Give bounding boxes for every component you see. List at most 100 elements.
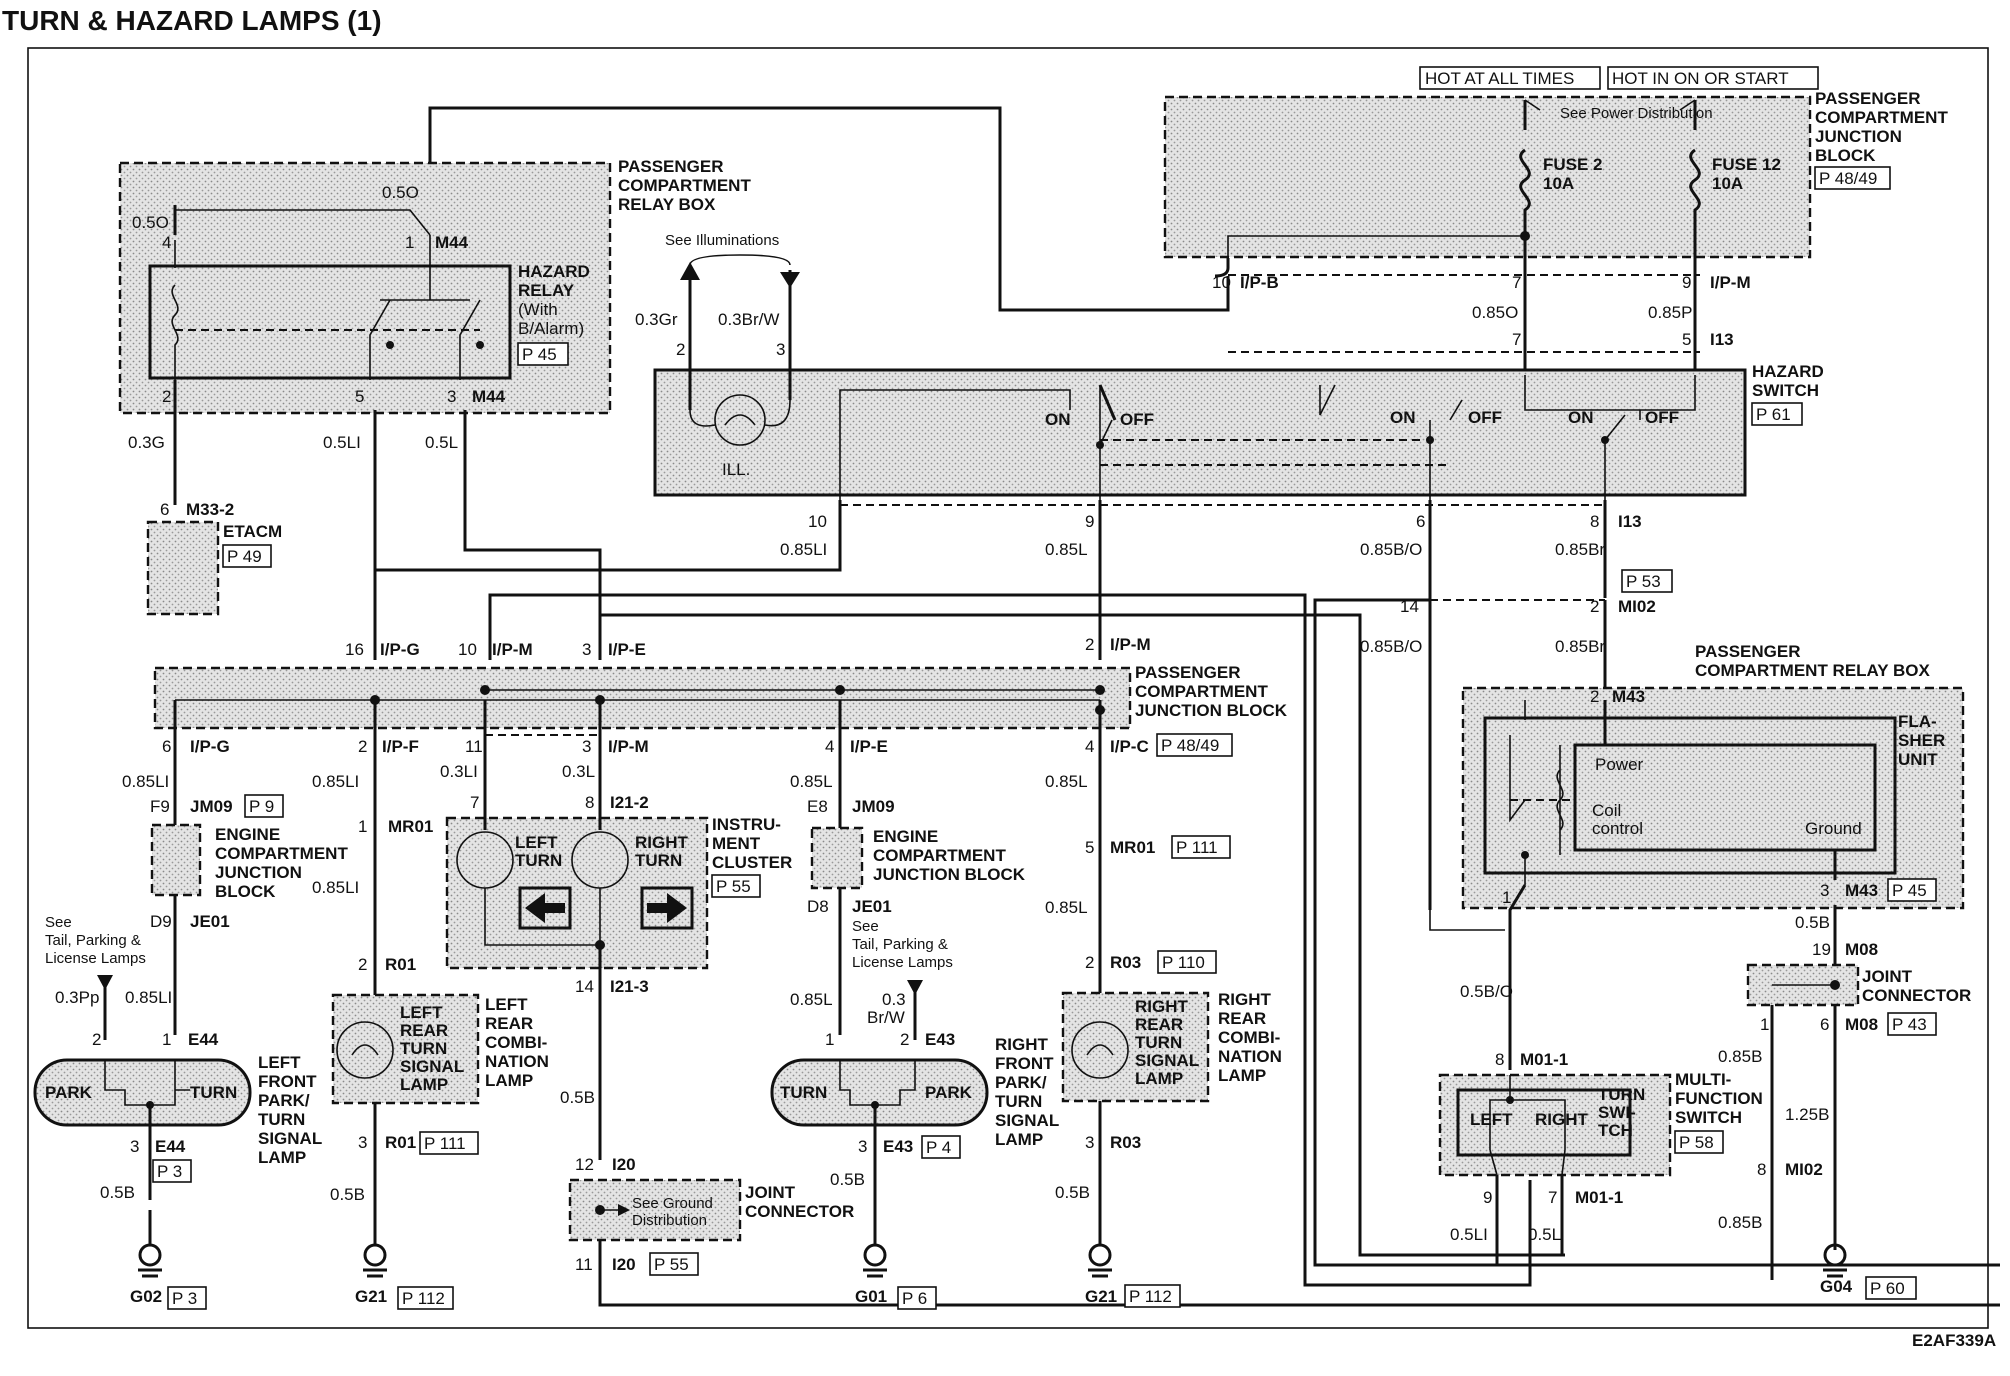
mfs-line1: MULTI-: [1675, 1070, 1731, 1089]
mfs-ts1: TURN: [1598, 1085, 1645, 1104]
pin-1-m43: 1: [1502, 888, 1511, 907]
jc-mid-line1: JOINT: [745, 1183, 796, 1202]
wire-05li-relay: 0.5LI: [323, 433, 361, 452]
see-ground-dist-2: Distribution: [632, 1212, 707, 1229]
rf-line4: TURN: [995, 1092, 1042, 1111]
etacm-label: ETACM: [223, 522, 282, 541]
ground-g02: G02: [130, 1287, 162, 1306]
conn-m01-1-bottom: M01-1: [1575, 1188, 1623, 1207]
wire-05b-lr: 0.5B: [330, 1185, 365, 1204]
pin-2-r01: 2: [358, 955, 367, 974]
conn-e44-top: E44: [188, 1030, 219, 1049]
wire-03l: 0.3L: [562, 762, 595, 781]
pin-3-ipe: 3: [582, 640, 591, 659]
hot-in-on-or-start-label: HOT IN ON OR START: [1612, 69, 1789, 88]
wire-085l-hs: 0.85L: [1045, 540, 1088, 559]
lr-in2: REAR: [400, 1021, 448, 1040]
pcjb-top-line1: PASSENGER: [1815, 89, 1921, 108]
pin-3-ipm: 3: [582, 737, 591, 756]
conn-mr01-left: MR01: [388, 817, 433, 836]
lr-line2: REAR: [485, 1014, 533, 1033]
mfs-ts3: TCH: [1598, 1121, 1633, 1140]
pin-1-relay: 1: [405, 233, 414, 252]
conn-ipb: I/P-B: [1240, 273, 1279, 292]
pin-3-m43: 3: [1820, 881, 1829, 900]
hazard-off-2: OFF: [1468, 408, 1502, 427]
fuse12-label: FUSE 12: [1712, 155, 1781, 174]
pin-3-ill: 3: [776, 340, 785, 359]
ecjb-mid-line1: ENGINE: [873, 827, 938, 846]
pcjb-mid-line3: JUNCTION BLOCK: [1135, 701, 1288, 720]
see-power-distribution: See Power Distribution: [1560, 105, 1713, 122]
wire-085l-e: 0.85L: [790, 990, 833, 1009]
ground-g04-page: P 60: [1870, 1279, 1905, 1298]
see-tail-left-1: See: [45, 914, 72, 931]
rf-line1: RIGHT: [995, 1035, 1049, 1054]
pin-8-mi02: 8: [1757, 1160, 1766, 1179]
ecjb-mid-line2: COMPARTMENT: [873, 846, 1006, 865]
pcjb-mid-line2: COMPARTMENT: [1135, 682, 1268, 701]
rr-in4: SIGNAL: [1135, 1051, 1199, 1070]
conn-ipe-top: I/P-E: [608, 640, 646, 659]
lf-line5: SIGNAL: [258, 1129, 322, 1148]
wire-085br-hs: 0.85Br: [1555, 540, 1605, 559]
rf-page: P 4: [926, 1138, 951, 1157]
pin-14-i21: 14: [575, 977, 594, 996]
pin-10-ipm: 10: [458, 640, 477, 659]
wire-085bo-mi02: 0.85B/O: [1360, 637, 1422, 656]
ground-g01: G01: [855, 1287, 887, 1306]
diagram-frame: [27, 47, 1989, 1329]
rr-in2: REAR: [1135, 1015, 1183, 1034]
hazard-off-3: OFF: [1645, 408, 1679, 427]
pcjb-top-line4: BLOCK: [1815, 146, 1876, 165]
fuse2-label: FUSE 2: [1543, 155, 1603, 174]
pin-7-m01: 7: [1548, 1188, 1557, 1207]
right-front-lamp: TURN PARK: [770, 1058, 989, 1245]
mi02-page: P 53: [1626, 572, 1661, 591]
hazard-relay-box: PASSENGER COMPARTMENT RELAY BOX HAZARD R…: [118, 157, 751, 415]
lf-page: P 3: [157, 1162, 182, 1181]
pin-6-ipg: 6: [162, 737, 171, 756]
hazard-on-3: ON: [1568, 408, 1594, 427]
conn-ipm-top: I/P-M: [1710, 273, 1751, 292]
see-tail-left-3: License Lamps: [45, 950, 146, 967]
pin-5-relay: 5: [355, 387, 364, 406]
mfs-line3: SWITCH: [1675, 1108, 1742, 1127]
flasher-relay-box: [1461, 686, 1965, 910]
wire-085l-c: 0.85L: [790, 772, 833, 791]
hazard-relay-line1: HAZARD: [518, 262, 590, 281]
wire-085p: 0.85P: [1648, 303, 1692, 322]
ground-g21-right: G21: [1085, 1287, 1117, 1306]
see-tail-mid-1: See: [852, 918, 879, 935]
hazard-relay-page: P 45: [522, 345, 557, 364]
wire-03-rf: 0.3: [882, 990, 906, 1009]
lf-turn: TURN: [190, 1083, 237, 1102]
instrument-cluster: [445, 735, 709, 970]
wire-05bo: 0.5B/O: [1460, 982, 1513, 1001]
left-front-lamp: PARK TURN: [33, 1058, 252, 1200]
conn-ipg-top: I/P-G: [380, 640, 420, 659]
wire-ipe-loop: [600, 613, 1565, 1257]
ecjb-mid-box: [810, 826, 864, 890]
pin-2-ipf: 2: [358, 737, 367, 756]
lr-in5: LAMP: [400, 1075, 448, 1094]
pin-3-r01: 3: [358, 1133, 367, 1152]
wire-085li-a: 0.85LI: [122, 772, 169, 791]
wire-loop: [488, 593, 1532, 1287]
conn-e44-bottom: E44: [155, 1137, 186, 1156]
ic-right1: RIGHT: [635, 833, 689, 852]
pin-4-ipe: 4: [825, 737, 834, 756]
lr-line4: NATION: [485, 1052, 549, 1071]
lf-line1: LEFT: [258, 1053, 301, 1072]
conn-m44-top: M44: [435, 233, 469, 252]
pin-2-e43: 2: [900, 1030, 909, 1049]
conn-i20-bottom: I20: [612, 1255, 636, 1274]
rr-line2: REAR: [1218, 1009, 1266, 1028]
pin-2-relay: 2: [162, 387, 171, 406]
pin-6-hs: 6: [1416, 512, 1425, 531]
pcjb-top-line2: COMPARTMENT: [1815, 108, 1948, 127]
pin-5-i13: 5: [1682, 330, 1691, 349]
ground-g21-right-page: P 112: [1129, 1287, 1172, 1306]
rr-in1: RIGHT: [1135, 997, 1189, 1016]
lf-park: PARK: [45, 1083, 93, 1102]
